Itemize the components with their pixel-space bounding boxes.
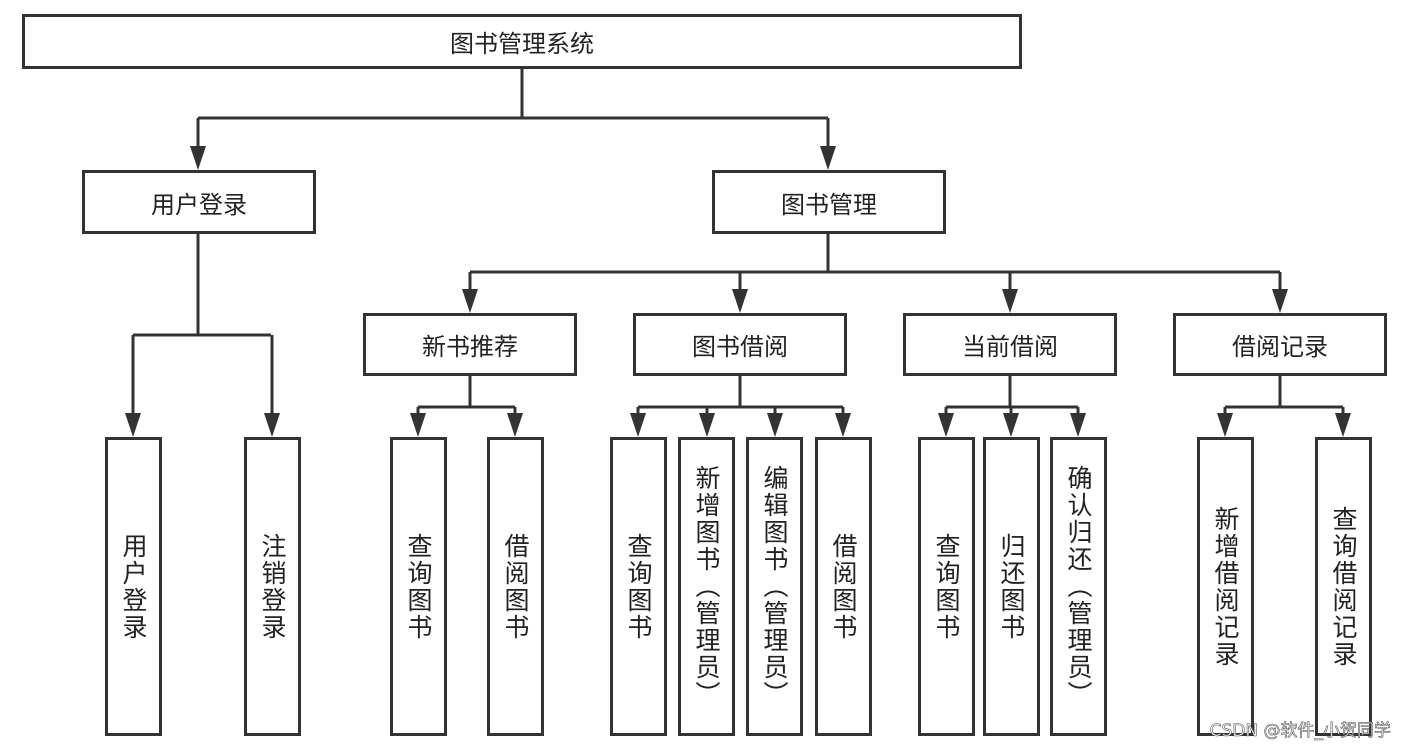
leaf-node: 用户登录 <box>105 437 162 736</box>
arrow-head-icon <box>1335 413 1351 437</box>
leaf-node: 新增图书（管理员） <box>678 437 735 736</box>
leaf-node: 新增借阅记录 <box>1197 437 1254 736</box>
arrow-head-icon <box>835 413 851 437</box>
arrow-head-icon <box>630 413 646 437</box>
leaf-node: 归还图书 <box>983 437 1040 736</box>
leaf-node: 注销登录 <box>244 437 301 736</box>
leaf-node: 借阅图书 <box>815 437 872 736</box>
category-node: 当前借阅 <box>903 313 1117 376</box>
arrow-head-icon <box>699 413 715 437</box>
arrow-head-icon <box>507 413 523 437</box>
leaf-node: 查询图书 <box>610 437 667 736</box>
category-node: 图书借阅 <box>633 313 847 376</box>
leaf-node: 查询图书 <box>918 437 975 736</box>
arrow-head-icon <box>264 413 280 437</box>
watermark: CSDN @软件_小贺同学 <box>1209 721 1391 742</box>
arrow-head-icon <box>1272 289 1288 313</box>
arrow-head-icon <box>462 289 478 313</box>
leaf-node: 确认归还（管理员） <box>1050 437 1107 736</box>
arrow-head-icon <box>1070 413 1086 437</box>
arrow-head-icon <box>1002 289 1018 313</box>
leaf-node: 编辑图书（管理员） <box>746 437 803 736</box>
arrow-head-icon <box>1003 413 1019 437</box>
arrow-head-icon <box>820 146 836 170</box>
category-node: 新书推荐 <box>363 313 577 376</box>
root-node: 图书管理系统 <box>22 14 1022 69</box>
arrow-head-icon <box>938 413 954 437</box>
leaf-node: 查询借阅记录 <box>1315 437 1372 736</box>
arrow-head-icon <box>1217 413 1233 437</box>
leaf-node: 借阅图书 <box>487 437 544 736</box>
arrow-head-icon <box>125 413 141 437</box>
leaf-node: 查询图书 <box>390 437 447 736</box>
arrow-head-icon <box>767 413 783 437</box>
arrow-head-icon <box>190 146 206 170</box>
branch-node: 用户登录 <box>82 170 316 234</box>
category-node: 借阅记录 <box>1173 313 1387 376</box>
arrow-head-icon <box>410 413 426 437</box>
arrow-head-icon <box>732 289 748 313</box>
branch-node: 图书管理 <box>712 170 946 234</box>
